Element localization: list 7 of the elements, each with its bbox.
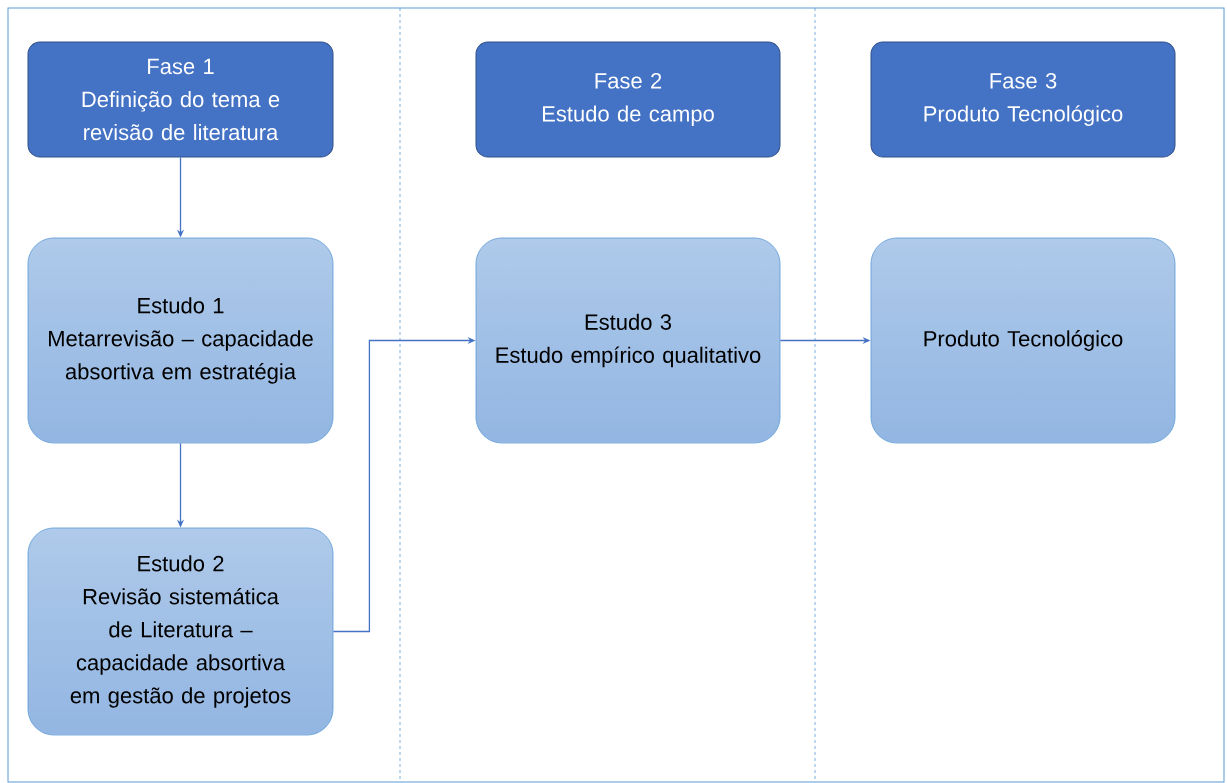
study-box: Estudo 2 Revisão sistemática de Literatura – capacidade absortiva em gestão de projetos <box>27 527 334 736</box>
study-box: Produto Tecnológico <box>870 237 1176 444</box>
phase-box: Fase 1 Definição do tema e revisão de literatura <box>27 41 334 158</box>
phase-box: Fase 3 Produto Tecnológico <box>870 41 1176 158</box>
study-box: Estudo 1 Metarrevisão – capacidade absortiva em estratégia <box>27 237 334 444</box>
study-box: Estudo 3 Estudo empírico qualitativo <box>475 237 781 444</box>
phase-box: Fase 2 Estudo de campo <box>475 41 781 158</box>
